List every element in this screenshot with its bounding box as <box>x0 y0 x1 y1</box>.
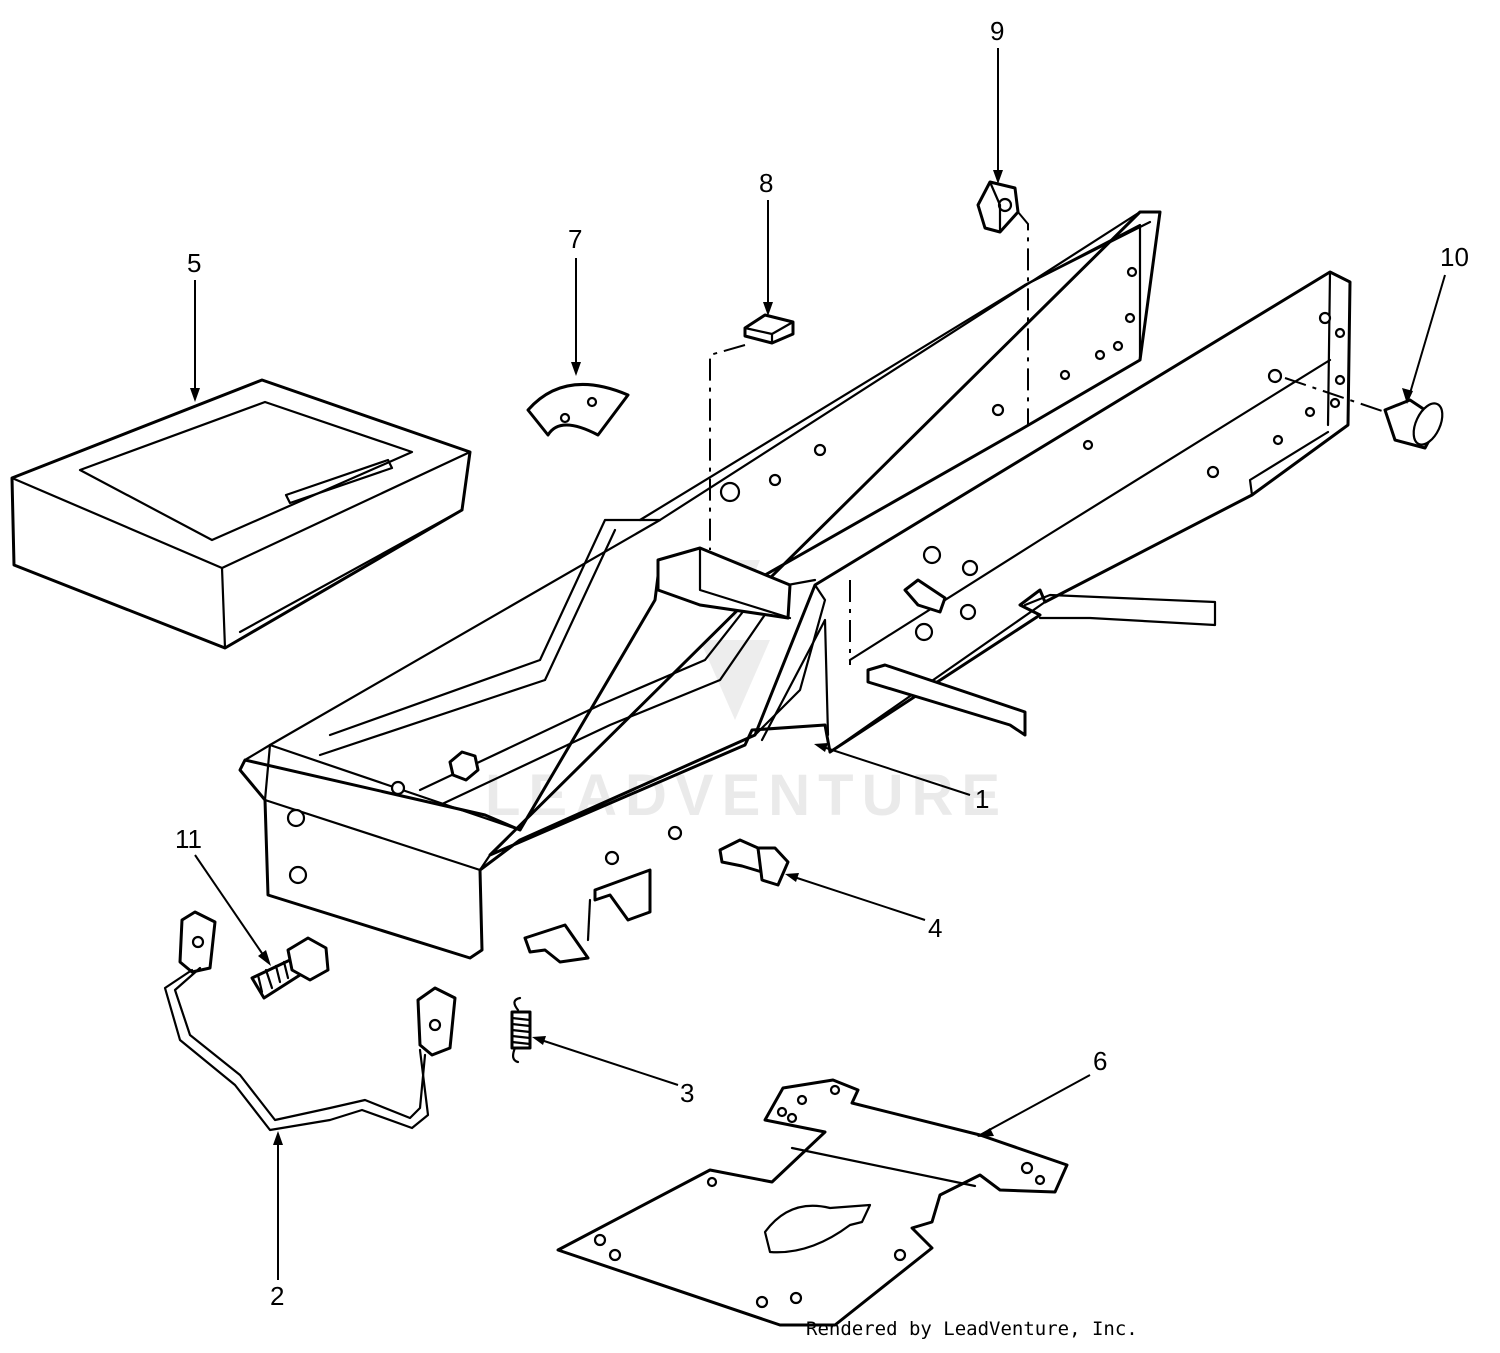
callout-10: 10 <box>1440 242 1469 272</box>
part-2-wire-rod <box>163 910 457 1132</box>
callout-7: 7 <box>568 224 582 254</box>
assembly-lines <box>709 211 1386 665</box>
callout-leaders <box>190 48 1446 1280</box>
callout-6: 6 <box>1093 1046 1107 1076</box>
part-11-hex-bolt <box>250 936 330 1000</box>
part-7-curved-bracket <box>526 382 630 437</box>
callout-labels: 1 2 3 4 5 6 7 8 9 10 11 <box>175 16 1469 1311</box>
part-4-shoulder-bolt <box>718 838 790 887</box>
part-1-main-frame <box>238 210 1352 964</box>
render-credit: Rendered by LeadVenture, Inc. <box>806 1318 1138 1340</box>
part-3-spring <box>510 996 532 1064</box>
part-9-clip <box>976 180 1020 234</box>
callout-5: 5 <box>187 248 201 278</box>
callout-9: 9 <box>990 16 1004 46</box>
part-6-floor-plate <box>556 1078 1069 1327</box>
part-8-key <box>743 313 795 345</box>
callout-1: 1 <box>975 784 989 814</box>
callout-8: 8 <box>759 168 773 198</box>
part-5-fender-cover <box>10 378 472 650</box>
callout-3: 3 <box>680 1078 694 1108</box>
part-10-bushing <box>1383 398 1444 450</box>
callout-4: 4 <box>928 913 942 943</box>
callout-2: 2 <box>270 1281 284 1311</box>
callout-11: 11 <box>175 824 202 854</box>
